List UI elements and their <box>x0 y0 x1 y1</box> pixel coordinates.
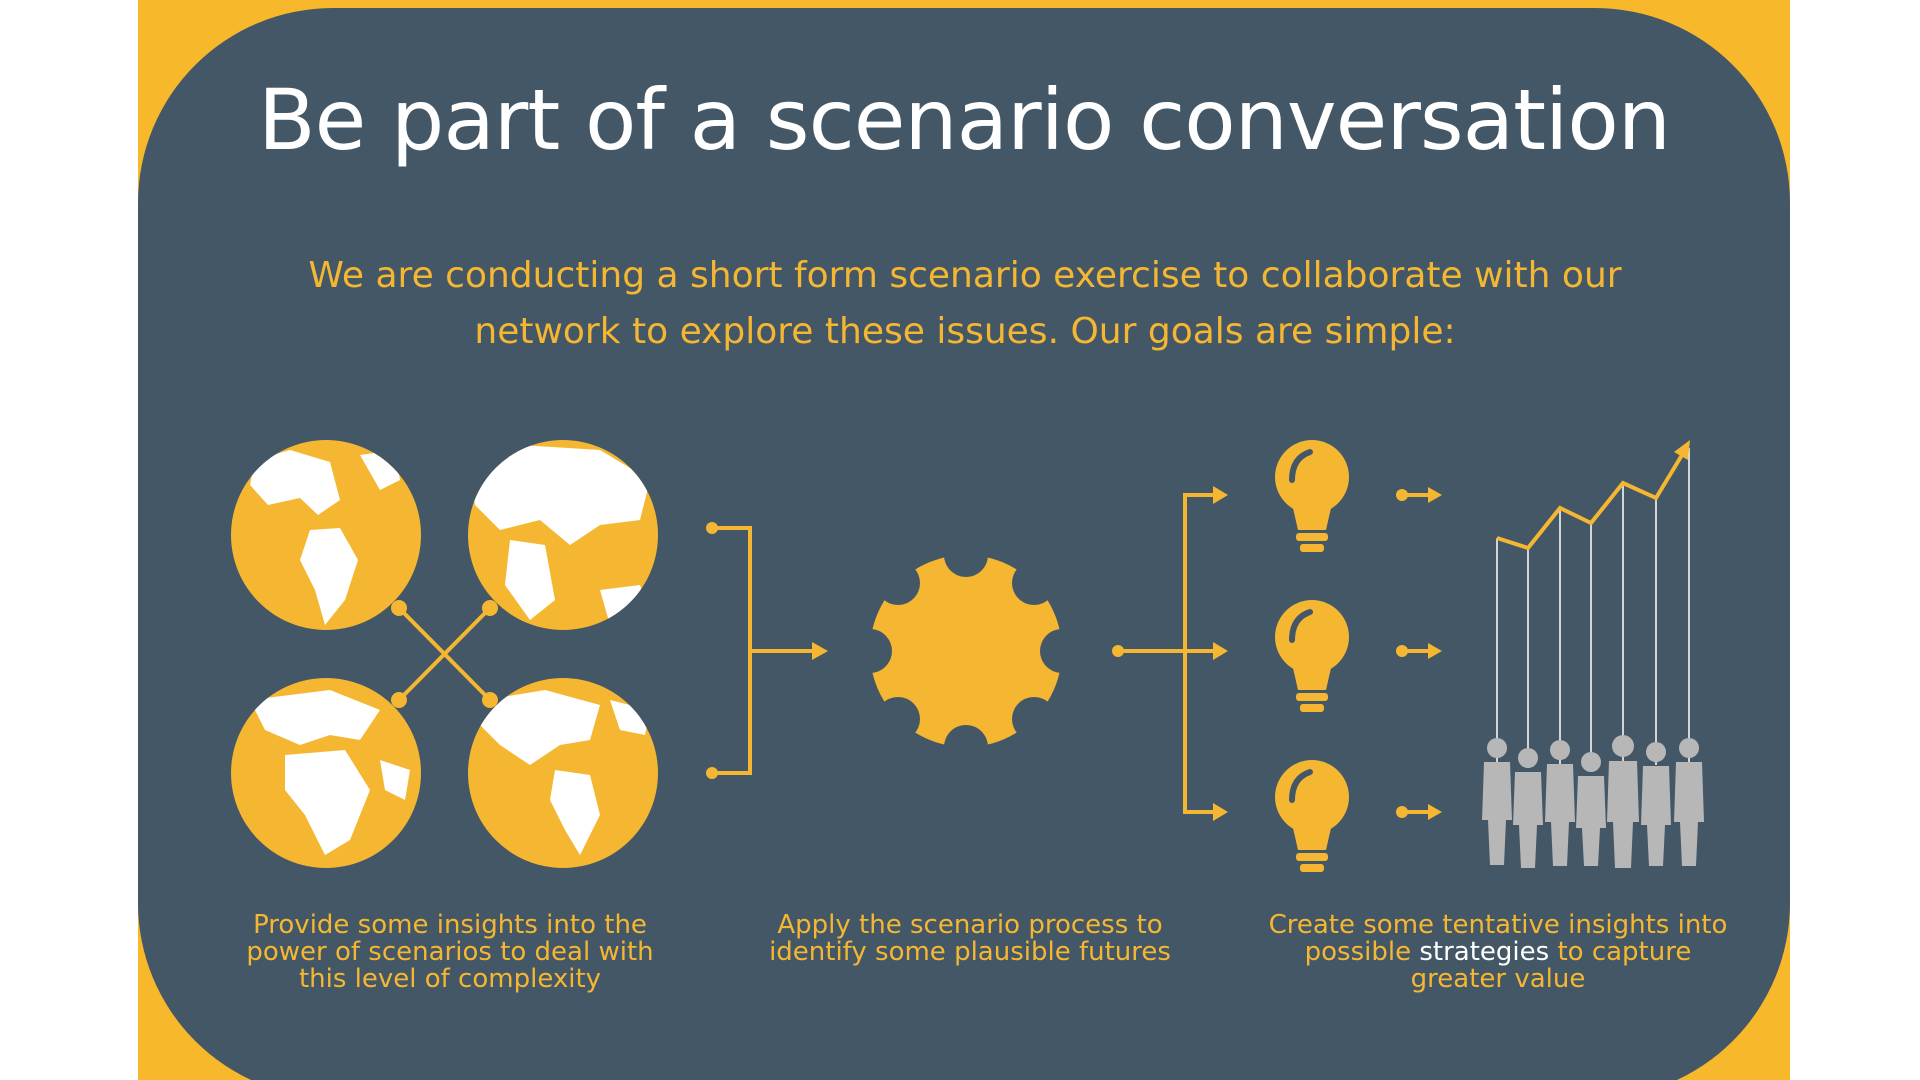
lightbulb-icon <box>1275 600 1349 712</box>
lightbulb-icon <box>1275 760 1349 872</box>
arrow-icon <box>1112 486 1228 821</box>
globe-icon <box>468 440 658 630</box>
caption-process: Apply the scenario process to identify s… <box>769 910 1171 967</box>
slide-subtitle: We are conducting a short form scenario … <box>308 255 1622 352</box>
caption-strategies-part1: Create some tentative insights into poss… <box>1268 910 1728 967</box>
caption-strategies-part2: to capture greater value <box>1410 937 1692 994</box>
lightbulb-icon <box>1275 440 1349 552</box>
globe-icon <box>231 678 421 868</box>
globe-icon <box>231 440 421 630</box>
caption-insights: Provide some insights into the power of … <box>246 910 654 994</box>
gear-icon <box>848 533 1084 769</box>
arrow-icon <box>706 522 828 779</box>
caption-strategies-highlight: strategies <box>1419 937 1550 967</box>
globe-icon <box>468 678 658 868</box>
arrow-icon <box>1396 487 1442 820</box>
slide-title: Be part of a scenario conversation <box>257 71 1671 169</box>
growth-chart-icon <box>1496 440 1690 765</box>
people-icon <box>1482 735 1704 868</box>
caption-strategies: Create some tentative insights into poss… <box>1268 912 1728 993</box>
globe-connector <box>391 600 498 708</box>
